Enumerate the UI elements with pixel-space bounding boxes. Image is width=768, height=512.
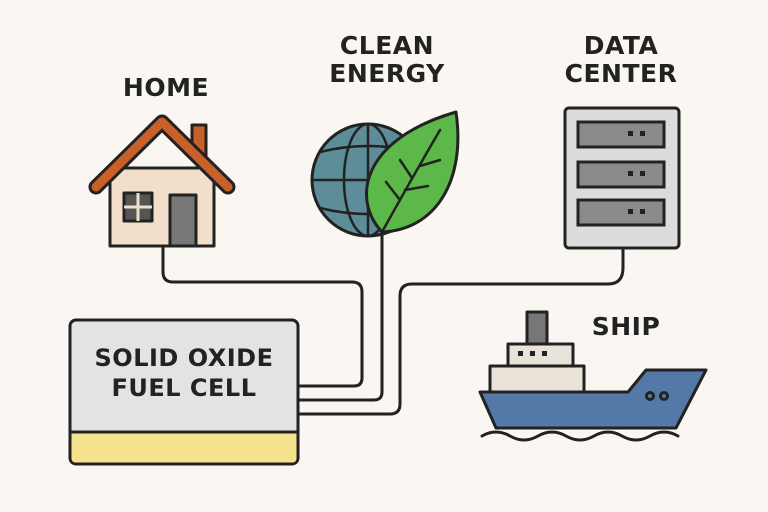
fuel-cell-stripe — [71, 432, 297, 463]
fuel-cell-label-line1: SOLID OXIDE — [94, 344, 274, 372]
line-data-center-to-fuel-cell — [296, 246, 625, 416]
water-waves — [480, 430, 680, 442]
house-icon — [88, 114, 236, 248]
server-unit — [576, 160, 666, 189]
ship-hull — [478, 368, 708, 430]
data-center-label-line2: CENTER — [564, 59, 678, 88]
house-roof-fill — [91, 117, 233, 192]
ship-label-text: SHIP — [591, 312, 661, 341]
clean-energy-label-line2: ENERGY — [329, 59, 445, 88]
leaf-veins — [380, 128, 442, 234]
fuel-cell-label: SOLID OXIDE FUEL CELL — [74, 343, 294, 403]
ship-bridge — [506, 342, 575, 368]
server-unit — [576, 198, 666, 227]
line-home-to-fuel-cell — [161, 246, 364, 388]
ship-cabin — [488, 364, 586, 394]
ship-label: SHIP — [566, 313, 686, 341]
ship-funnel — [525, 310, 549, 348]
house-door — [168, 193, 198, 248]
globe-leaf-icon — [310, 110, 460, 238]
connection-lines — [161, 224, 625, 416]
line-clean-energy-to-fuel-cell — [296, 224, 384, 402]
clean-energy-label: CLEAN ENERGY — [302, 32, 472, 88]
fuel-cell-body — [68, 318, 300, 466]
clean-energy-label-line1: CLEAN — [339, 31, 435, 60]
home-label-text: HOME — [122, 73, 210, 102]
leaf — [365, 110, 460, 234]
home-label: HOME — [96, 74, 236, 102]
data-center-label-line1: DATA — [583, 31, 659, 60]
server-rack-icon — [563, 106, 681, 250]
fuel-cell-label-line2: FUEL CELL — [111, 374, 257, 402]
fuel-cell-box — [68, 318, 300, 466]
ship-icon — [478, 310, 708, 442]
data-center-label: DATA CENTER — [556, 32, 686, 88]
server-unit — [576, 120, 666, 149]
